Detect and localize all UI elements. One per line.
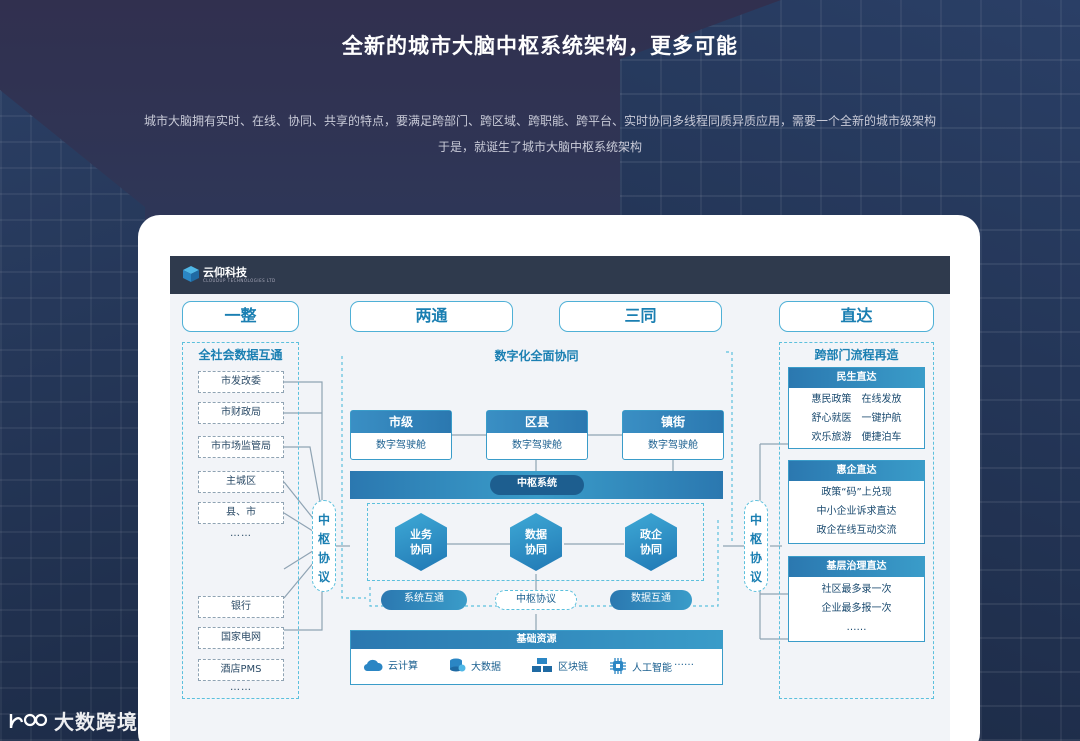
level-sub: 数字驾驶舱 <box>623 433 723 459</box>
watermark-text: 大数跨境 <box>54 706 138 735</box>
hub-system-label: 中枢系统 <box>490 475 584 495</box>
description-line-2: 于是，就诞生了城市大脑中枢系统架构 <box>120 134 960 160</box>
level-title: 区县 <box>487 411 587 433</box>
level-sub: 数字驾驶舱 <box>351 433 451 459</box>
big-data-icon <box>448 657 466 673</box>
protocol-pill-left: 中 枢 协 议 <box>312 500 336 592</box>
base-item-label: 区块链 <box>558 658 588 673</box>
blockchain-icon <box>531 657 553 673</box>
base-resources: 基础资源 云计算 大数据 区块链 人工智能 …… <box>350 630 723 685</box>
pill-hub-protocol: 中枢协议 <box>495 590 577 610</box>
right-panel-title: 跨部门流程再造 <box>779 346 934 363</box>
level-card-city: 市级 数字驾驶舱 <box>350 410 452 460</box>
list-item: 市财政局 <box>198 402 284 424</box>
right-card-row: …… <box>789 618 924 637</box>
watermark: 大数跨境 <box>8 706 138 735</box>
right-card-row: 企业最多报一次 <box>789 599 924 618</box>
background-building-left <box>0 90 145 741</box>
right-card-livelihood: 民生直达 惠民政策 在线发放 舒心就医 一键护航 欢乐旅游 便捷泊车 <box>788 367 925 449</box>
list-item: 国家电网 <box>198 627 284 649</box>
ai-chip-icon <box>609 657 627 675</box>
app-topbar: 云仰科技 CLOUDUP TECHNOLOGIES LTD <box>170 256 950 294</box>
header-liangtong: 两通 <box>350 301 513 332</box>
cloud-logo-icon <box>8 710 48 732</box>
architecture-diagram: 一整 两通 三同 直达 全社会数据互通 市发改委 市财政局 市市场监管局 主城区… <box>170 294 950 741</box>
right-card-row: 社区最多录一次 <box>789 580 924 599</box>
header-santong: 三同 <box>559 301 722 332</box>
right-card-grassroots: 基层治理直达 社区最多录一次 企业最多报一次 …… <box>788 556 925 642</box>
level-title: 镇街 <box>623 411 723 433</box>
logo-subtitle: CLOUDUP TECHNOLOGIES LTD <box>203 278 276 283</box>
right-card-row: 惠民政策 在线发放 <box>789 390 924 409</box>
right-card-row: 舒心就医 一键护航 <box>789 409 924 428</box>
pill-data-interop: 数据互通 <box>610 590 692 610</box>
right-card-title: 惠企直达 <box>789 461 924 481</box>
protocol-pill-right: 中 枢 协 议 <box>744 500 768 592</box>
level-card-town: 镇街 数字驾驶舱 <box>622 410 724 460</box>
page-title: 全新的城市大脑中枢系统架构，更多可能 <box>0 30 1080 60</box>
level-card-county: 区县 数字驾驶舱 <box>486 410 588 460</box>
right-card-title: 民生直达 <box>789 368 924 388</box>
list-item: 主城区 <box>198 471 284 493</box>
left-ellipsis-bottom: …… <box>230 682 252 693</box>
base-item-label: 人工智能 <box>632 659 672 674</box>
cube-logo-icon <box>182 265 200 283</box>
left-ellipsis-top: …… <box>230 528 252 539</box>
left-panel-title: 全社会数据互通 <box>182 346 299 363</box>
list-item: 市市场监管局 <box>198 436 284 458</box>
list-item: 县、市 <box>198 502 284 524</box>
screen: 云仰科技 CLOUDUP TECHNOLOGIES LTD <box>170 256 950 741</box>
page-description: 城市大脑拥有实时、在线、协同、共享的特点，要满足跨部门、跨区域、跨职能、跨平台、… <box>120 108 960 160</box>
right-card-enterprise: 惠企直达 政策“码”上兑现 中小企业诉求直达 政企在线互动交流 <box>788 460 925 544</box>
level-sub: 数字驾驶舱 <box>487 433 587 459</box>
description-line-1: 城市大脑拥有实时、在线、协同、共享的特点，要满足跨部门、跨区域、跨职能、跨平台、… <box>120 108 960 134</box>
right-card-row: 政策“码”上兑现 <box>789 483 924 502</box>
base-title: 基础资源 <box>351 631 722 649</box>
right-card-title: 基层治理直达 <box>789 557 924 577</box>
header-yizheng: 一整 <box>182 301 299 332</box>
base-ellipsis: …… <box>674 657 694 668</box>
base-item-label: 云计算 <box>388 657 418 672</box>
list-item: 市发改委 <box>198 371 284 393</box>
center-title: 数字化全面协同 <box>350 347 723 364</box>
header-zhida: 直达 <box>779 301 934 332</box>
level-title: 市级 <box>351 411 451 433</box>
right-card-row: 政企在线互动交流 <box>789 521 924 540</box>
pill-system-interop: 系统互通 <box>381 590 467 610</box>
right-card-row: 欢乐旅游 便捷泊车 <box>789 428 924 447</box>
right-card-row: 中小企业诉求直达 <box>789 502 924 521</box>
cloud-icon <box>363 658 383 672</box>
list-item: 酒店PMS <box>198 659 284 681</box>
list-item: 银行 <box>198 596 284 618</box>
base-item-label: 大数据 <box>471 658 501 673</box>
